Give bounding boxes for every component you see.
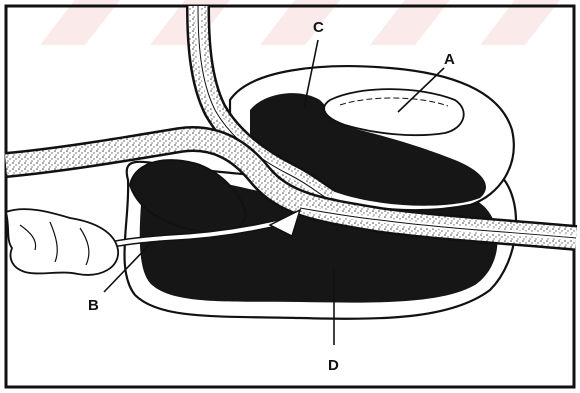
label-a: A bbox=[444, 51, 455, 68]
left-organ bbox=[6, 209, 118, 275]
label-b: B bbox=[88, 297, 99, 314]
label-c: C bbox=[313, 19, 324, 36]
label-d: D bbox=[328, 357, 339, 374]
